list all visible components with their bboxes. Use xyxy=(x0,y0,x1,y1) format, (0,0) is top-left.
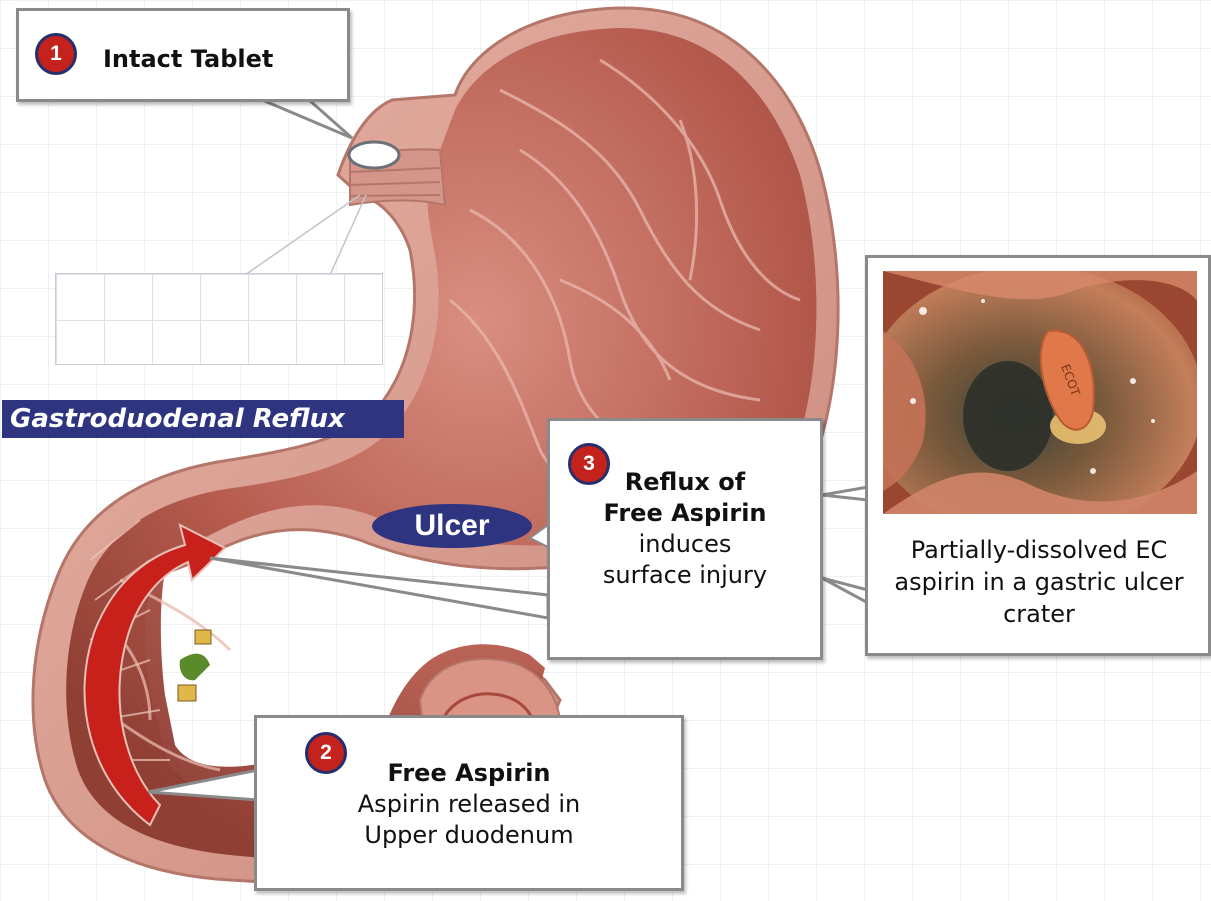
step-one-badge: 1 xyxy=(35,33,77,75)
gastroduodenal-reflux-label: Gastroduodenal Reflux xyxy=(2,400,404,438)
ulcer-label: Ulcer xyxy=(372,504,532,548)
photo-caption-line3: crater xyxy=(874,598,1204,630)
intact-tablet-label: Intact Tablet xyxy=(103,44,273,75)
endoscopy-photo-callout: ECOT Partially-dissolved EC aspirin in a… xyxy=(865,255,1211,656)
reflux-body-line1: induces xyxy=(550,529,820,560)
reflux-body-line2: surface injury xyxy=(550,560,820,591)
reflux-title-line2: Free Aspirin xyxy=(550,498,820,529)
photo-pointer-top xyxy=(822,487,868,500)
callout-intact-tablet: 1 Intact Tablet xyxy=(16,8,350,102)
photo-pointer-bottom xyxy=(822,578,868,603)
callout-reflux-free-aspirin: 3 Reflux of Free Aspirin induces surface… xyxy=(547,418,823,660)
reflux-title-line1: Reflux of xyxy=(550,467,820,498)
bile-duct xyxy=(178,630,211,701)
callout-one-pointer xyxy=(260,99,352,138)
photo-caption-line2: aspirin in a gastric ulcer xyxy=(874,566,1204,598)
endoscopy-photo: ECOT xyxy=(883,271,1197,514)
free-aspirin-title: Free Aspirin xyxy=(257,758,681,789)
callout-free-aspirin: 2 Free Aspirin Aspirin released in Upper… xyxy=(254,715,684,891)
free-aspirin-line1: Aspirin released in xyxy=(257,789,681,820)
empty-label-box xyxy=(55,273,383,365)
tablet-icon xyxy=(349,142,399,168)
free-aspirin-line2: Upper duodenum xyxy=(257,820,681,851)
photo-caption-line1: Partially-dissolved EC xyxy=(874,534,1204,566)
tablet-pointer-lines xyxy=(245,195,366,275)
